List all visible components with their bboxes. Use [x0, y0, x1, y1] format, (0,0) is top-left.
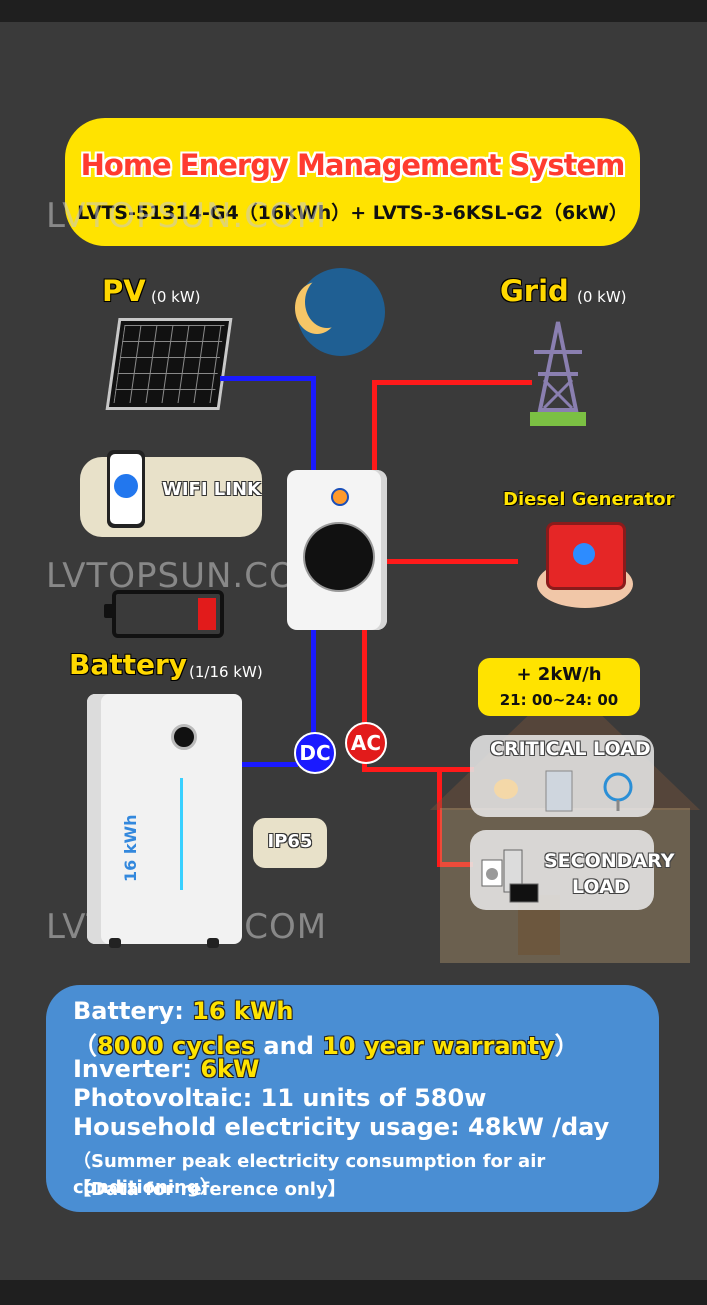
pv-spec: Photovoltaic: 11 units of 580w: [73, 1084, 487, 1112]
secondary-load-wire-vertical: [437, 767, 442, 867]
critical-load-box: CRITICAL LOAD: [470, 735, 654, 817]
smartphone-icon: [107, 450, 145, 528]
usage-note: （Summer peak electricity consumption for…: [73, 1151, 546, 1198]
brand-logo-icon: [331, 488, 349, 506]
battery-spec: Battery: 16 kWh: [73, 997, 293, 1025]
battery-capacity-text: 16 kWh: [121, 814, 140, 882]
status-light: [180, 778, 183, 890]
dc-badge: DC: [294, 732, 336, 774]
power-button-icon: [171, 724, 197, 750]
night-moon-icon: [297, 268, 385, 356]
inverter-unit: [287, 470, 387, 630]
wifi-link-label: WIFI LINK: [162, 479, 261, 500]
inverter-spec: Inverter: 6kW: [73, 1055, 259, 1083]
title-banner: Home Energy Management System LVTS-51314…: [65, 118, 640, 246]
appliances-icon: [494, 770, 633, 812]
wifi-icon: [114, 474, 138, 498]
reference-note: 【Data for reference only】: [73, 1179, 346, 1200]
warranty-value: 10 year warranty: [322, 1032, 555, 1060]
secondary-load-box: SECONDARY LOAD: [470, 830, 675, 910]
secondary-load-label-2: LOAD: [572, 876, 630, 898]
time-range: 21: 00~24: 00: [499, 691, 619, 709]
generator-ac-wire: [386, 559, 518, 564]
battery-power: (1/16 kW): [189, 663, 263, 681]
page-title: Home Energy Management System: [80, 148, 626, 182]
washer-fridge-tv-icon: [481, 849, 539, 903]
load-ac-wire-vertical: [362, 628, 367, 770]
battery-dc-wire-vertical: [311, 628, 316, 736]
inverter-display: [303, 522, 375, 592]
battery-unit: 16 kWh: [87, 694, 242, 948]
solar-panel-icon: [105, 318, 233, 410]
top-bar: [0, 0, 707, 22]
grid-power: (0 kW): [577, 288, 627, 306]
battery-label: Battery: [69, 648, 188, 681]
pv-dc-wire-down: [311, 376, 316, 472]
grid-label: Grid: [500, 274, 569, 308]
power-tower-icon: [530, 321, 586, 426]
inverter-spec-value: 6kW: [200, 1055, 260, 1083]
watermark: LVTOPSUN.COM: [46, 556, 328, 596]
battery-level-icon: [112, 590, 224, 638]
bottom-bar: [0, 1280, 707, 1305]
ip65-label: IP65: [267, 831, 313, 852]
pv-label: PV: [102, 274, 146, 308]
cycles-value: 8000 cycles: [97, 1032, 256, 1060]
ip65-badge: IP65: [253, 818, 327, 868]
page-subtitle: LVTS-51314-G4（16kWh）+ LVTS-3-6KSL-G2（6kW…: [77, 202, 628, 224]
watermark: LVTOPSUN.COM: [46, 196, 328, 236]
critical-load-wire: [362, 767, 474, 772]
critical-load-label: CRITICAL LOAD: [490, 738, 651, 760]
usage-spec: Household electricity usage: 48kW /day: [73, 1113, 610, 1141]
paren-close: ）: [554, 1032, 579, 1060]
warranty-spec: （8000 cycles and 10 year warranty）: [73, 1026, 579, 1061]
grid-ac-wire-down: [372, 380, 377, 472]
battery-terminal: [104, 604, 114, 618]
battery-spec-value: 16 kWh: [192, 997, 294, 1025]
pv-power: (0 kW): [151, 288, 201, 306]
battery-spec-label: Battery:: [73, 997, 184, 1025]
spec-summary-box: Battery: 16 kWh （8000 cycles and 10 year…: [46, 985, 659, 1212]
paren-open: （: [73, 1032, 97, 1060]
secondary-load-wire: [437, 862, 473, 867]
and-text: and: [263, 1032, 314, 1060]
ac-badge: AC: [345, 722, 387, 764]
house-illustration: [430, 680, 700, 970]
secondary-load-label-1: SECONDARY: [544, 850, 675, 872]
diesel-generator-icon: [546, 522, 626, 590]
wheel: [109, 938, 121, 948]
diesel-generator-label: Diesel Generator: [503, 489, 675, 510]
battery-dc-wire: [242, 762, 298, 767]
wheel: [207, 938, 219, 948]
time-window-badge: + 2kW/h 21: 00~24: 00: [478, 658, 640, 716]
extra-power: + 2kW/h: [516, 664, 602, 685]
pv-dc-wire: [220, 376, 316, 381]
inverter-spec-label: Inverter:: [73, 1055, 192, 1083]
grid-ac-wire: [372, 380, 532, 385]
